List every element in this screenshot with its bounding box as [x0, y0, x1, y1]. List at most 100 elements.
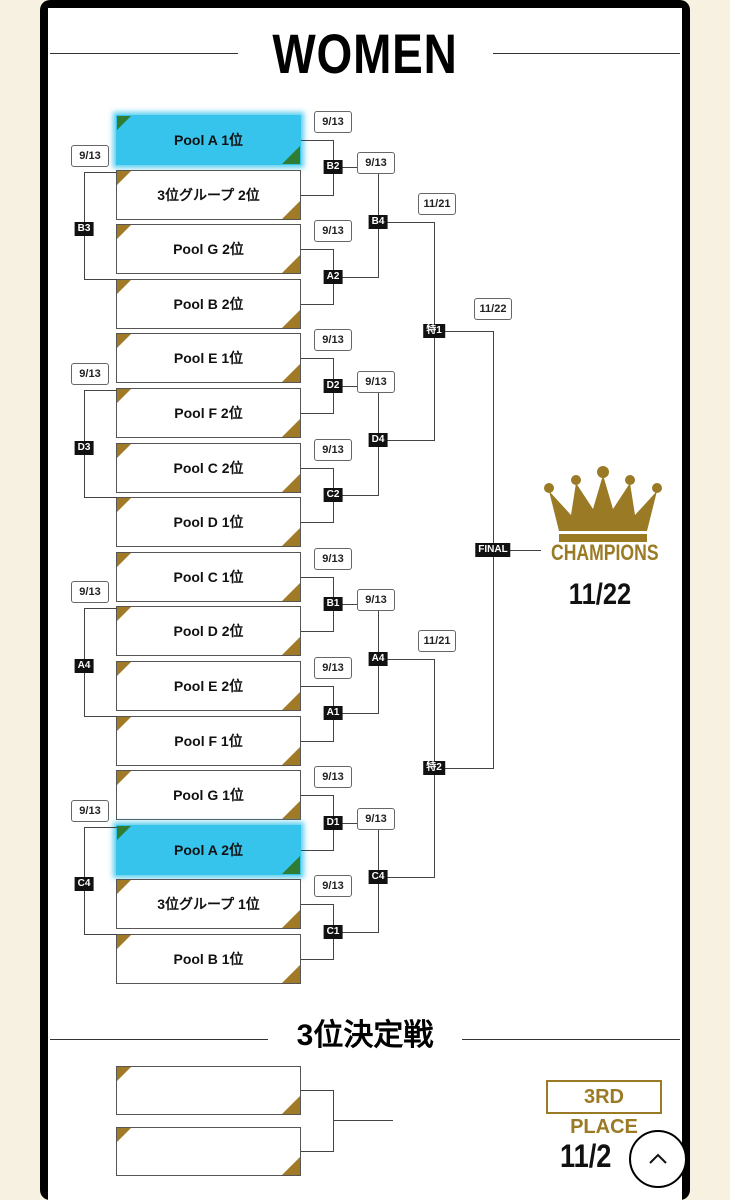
match-code: C2 [323, 487, 343, 502]
team-label: Pool F 1位 [174, 732, 243, 749]
match-code: C4 [74, 877, 94, 892]
bracket-line [333, 931, 379, 933]
bracket-line [434, 767, 494, 769]
match-code: B2 [323, 160, 343, 175]
corner-accent [117, 389, 131, 403]
bracket-line [378, 221, 435, 223]
corner-accent [282, 801, 300, 820]
corner-accent [282, 855, 300, 874]
team-slot[interactable]: Pool G 2位 [116, 224, 301, 275]
match-date: 9/13 [71, 363, 109, 385]
corner-accent [282, 364, 300, 383]
third-rule-left [50, 1039, 268, 1040]
team-slot[interactable]: 3位グループ 2位 [116, 169, 301, 220]
match-date: 11/21 [418, 629, 456, 652]
team-slot[interactable]: Pool A 2位 [116, 824, 301, 875]
bracket-line [301, 1151, 333, 1152]
bracket-line [333, 713, 379, 715]
team-slot[interactable]: Pool E 1位 [116, 333, 301, 384]
team-slot[interactable]: Pool D 1位 [116, 497, 301, 548]
third-place-slot-2[interactable] [116, 1127, 301, 1176]
corner-accent [282, 528, 300, 547]
team-slot[interactable]: Pool B 2位 [116, 278, 301, 329]
corner-accent [117, 334, 131, 349]
corner-accent [117, 935, 131, 949]
third-rule-right [462, 1039, 680, 1040]
scroll-top-button[interactable] [629, 1130, 687, 1188]
third-place-slot-1[interactable] [116, 1066, 301, 1115]
bracket-line [301, 194, 334, 196]
match-date: 9/13 [71, 581, 109, 604]
bracket-line [301, 631, 334, 633]
team-slot[interactable]: Pool D 2位 [116, 606, 301, 657]
team-label: Pool D 1位 [173, 514, 244, 531]
bracket-line [301, 413, 334, 414]
bracket-line [84, 934, 117, 935]
team-slot[interactable]: Pool C 1位 [116, 551, 301, 602]
corner-accent [117, 607, 131, 622]
bracket-line [378, 440, 435, 442]
match-date: 9/13 [314, 220, 352, 243]
bracket-line [333, 276, 379, 278]
corner-accent [117, 1067, 131, 1081]
corner-accent [117, 552, 131, 567]
match-date: 9/13 [314, 875, 352, 898]
corner-accent [282, 309, 300, 328]
bracket-line [301, 140, 334, 141]
corner-accent [117, 498, 131, 513]
team-slot[interactable]: Pool C 2位 [116, 442, 301, 493]
match-date: 11/21 [418, 192, 456, 215]
match-code: A4 [368, 651, 388, 666]
corner-accent [117, 225, 131, 240]
team-label: 3位グループ 1位 [157, 896, 260, 913]
team-label: Pool C 1位 [173, 568, 244, 585]
match-date: 9/13 [314, 438, 352, 461]
team-label: Pool B 2位 [173, 295, 244, 312]
match-code: 特2 [423, 760, 445, 775]
bracket-line [84, 278, 117, 280]
match-code: B1 [323, 597, 343, 612]
team-slot[interactable]: Pool A 1位 [116, 115, 301, 165]
match-code: A1 [323, 706, 343, 721]
title-rule-left [50, 53, 238, 54]
bracket-line [333, 822, 379, 824]
match-date: 9/13 [357, 370, 395, 393]
bracket-line [301, 303, 334, 305]
team-slot[interactable]: Pool F 2位 [116, 388, 301, 438]
bracket-line [301, 740, 334, 742]
match-date: 9/13 [314, 329, 352, 352]
match-date: 9/13 [357, 589, 395, 612]
team-label: Pool E 1位 [173, 350, 244, 367]
champions-date: 11/22 [568, 578, 632, 611]
final-code: FINAL [475, 542, 511, 557]
corner-accent [282, 1157, 300, 1175]
match-date: 9/13 [357, 152, 395, 175]
match-code: 特1 [423, 324, 445, 339]
page-title: WOMEN [272, 22, 458, 85]
bracket-line [84, 497, 117, 499]
team-label: Pool A 1位 [174, 132, 243, 148]
team-slot[interactable]: Pool F 1位 [116, 715, 301, 766]
corner-accent [282, 146, 300, 164]
team-label: Pool E 2位 [173, 678, 244, 694]
team-slot[interactable]: 3位グループ 1位 [116, 879, 301, 930]
team-slot[interactable]: Pool E 2位 [116, 661, 301, 711]
corner-accent [282, 637, 300, 656]
match-date: 9/13 [314, 657, 352, 679]
corner-accent [117, 170, 131, 185]
corner-accent [117, 771, 131, 786]
team-label: Pool C 2位 [173, 459, 244, 476]
team-slot[interactable]: Pool B 1位 [116, 934, 301, 984]
match-code: D2 [323, 378, 343, 393]
bracket-line [333, 494, 379, 496]
match-date: 9/13 [357, 807, 395, 830]
team-slot[interactable]: Pool G 1位 [116, 770, 301, 821]
crown-icon [543, 465, 663, 545]
title-rule-right [493, 53, 680, 54]
corner-accent [282, 473, 300, 492]
team-label: Pool B 1位 [173, 951, 244, 967]
bracket-line [84, 390, 117, 391]
third-place-heading: 3位決定戦 [296, 1019, 434, 1052]
bracket-line [301, 904, 334, 906]
match-code: D3 [74, 440, 94, 455]
